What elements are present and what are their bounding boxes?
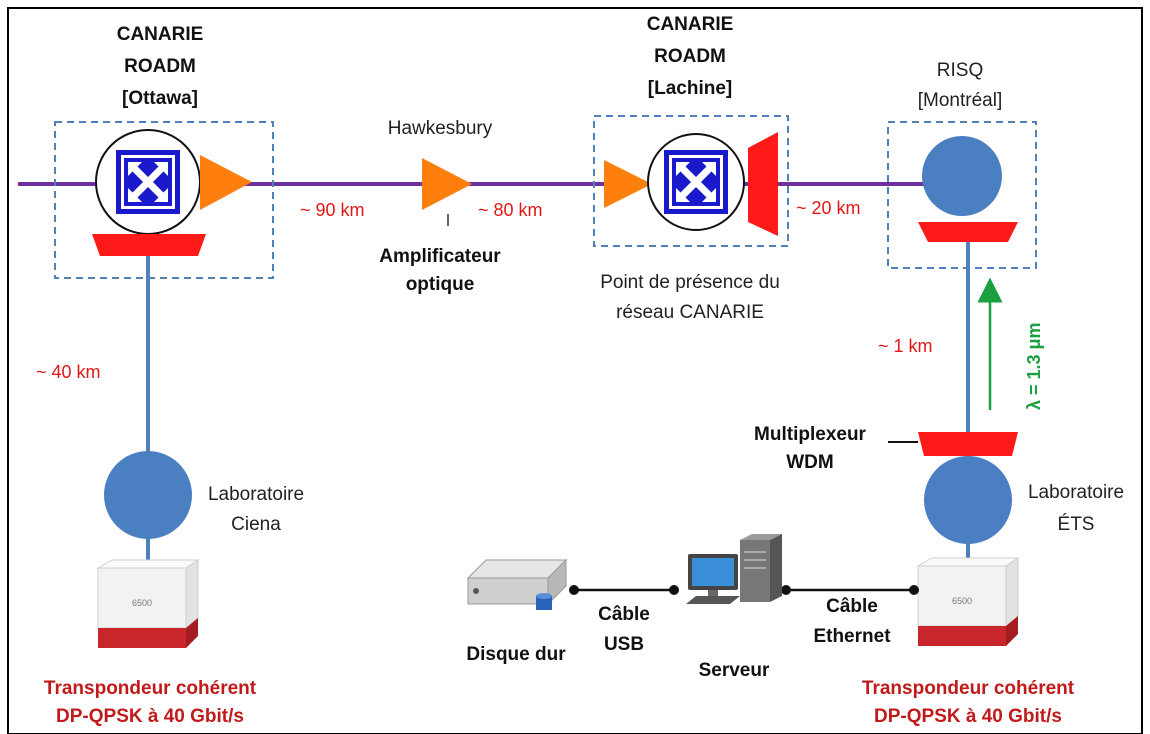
amplifier-label-2: optique: [406, 274, 475, 295]
ottawa-site-box: [54, 121, 274, 279]
usb-cable-end-right: [669, 585, 679, 595]
ets-transponder-label-1: Transpondeur cohérent: [862, 678, 1075, 699]
hawkesbury-amplifier-icon: [422, 158, 472, 210]
ethernet-cable-end-right: [909, 585, 919, 595]
ciena-lab-label-2: Ciena: [231, 514, 281, 535]
ethernet-label-1: Câble: [826, 596, 878, 617]
ciena-box-label: 6500: [132, 598, 152, 608]
risq-mux-icon: [918, 222, 1018, 242]
lachine-mux-icon: [748, 132, 778, 236]
ottawa-mux-icon: [92, 234, 206, 256]
wdm-label-1: Multiplexeur: [754, 424, 867, 445]
ottawa-label-2: ROADM: [124, 56, 196, 77]
lachine-label-2: ROADM: [654, 46, 726, 67]
lachine-roadm-icon: [664, 150, 728, 214]
ciena-transponder-label-1: Transpondeur cohérent: [44, 678, 257, 699]
lachine-site-box: [593, 115, 789, 247]
ets-box-label: 6500: [952, 596, 972, 606]
risq-label-1: RISQ: [937, 60, 983, 81]
distance-montreal-ets: ~ 1 km: [878, 336, 933, 356]
server-label: Serveur: [699, 660, 770, 681]
wavelength-label: λ = 1.3 μm: [1024, 322, 1044, 410]
ets-transponder-label-2: DP-QPSK à 40 Gbit/s: [874, 706, 1062, 727]
ets-lab-label-2: ÉTS: [1058, 514, 1095, 535]
ethernet-cable-end-left: [781, 585, 791, 595]
ottawa-roadm-icon: [116, 150, 180, 214]
usb-label-1: Câble: [598, 604, 650, 625]
distance-ottawa-hawkesbury: ~ 90 km: [300, 200, 365, 220]
pop-label-1: Point de présence du: [600, 272, 780, 293]
disk-label: Disque dur: [466, 644, 566, 665]
distance-hawkesbury-lachine: ~ 80 km: [478, 200, 543, 220]
ets-lab-label-1: Laboratoire: [1028, 482, 1124, 503]
ciena-lab-label-1: Laboratoire: [208, 484, 304, 505]
distance-ottawa-ciena: ~ 40 km: [36, 362, 101, 382]
hard-disk-icon: [466, 558, 568, 610]
wdm-label-2: WDM: [786, 452, 833, 473]
lachine-label-3: [Lachine]: [648, 78, 732, 99]
lachine-amplifier-icon: [604, 160, 652, 208]
hawkesbury-label: Hawkesbury: [388, 118, 493, 139]
ottawa-label-3: [Ottawa]: [122, 88, 198, 109]
server-icon: [686, 534, 782, 604]
wdm-mux-icon: [918, 432, 1018, 456]
ciena-transponder-label-2: DP-QPSK à 40 Gbit/s: [56, 706, 244, 727]
frame: [7, 7, 1143, 734]
ets-lab-icon: [924, 456, 1012, 544]
ets-transponder-icon: 6500: [917, 557, 1019, 647]
ethernet-label-2: Ethernet: [813, 626, 891, 647]
ciena-transponder-icon: 6500: [97, 559, 199, 649]
pop-label-2: réseau CANARIE: [616, 302, 764, 323]
risq-label-2: [Montréal]: [918, 90, 1002, 111]
ottawa-amplifier-icon: [200, 155, 252, 210]
ottawa-label-1: CANARIE: [117, 24, 204, 45]
risq-node-icon: [922, 136, 1002, 216]
usb-cable-end-left: [569, 585, 579, 595]
risq-site-box: [887, 121, 1037, 269]
lachine-label-1: CANARIE: [647, 14, 734, 35]
ciena-lab-icon: [104, 451, 192, 539]
usb-label-2: USB: [604, 634, 644, 655]
amplifier-label-1: Amplificateur: [379, 246, 501, 267]
distance-lachine-montreal: ~ 20 km: [796, 198, 861, 218]
